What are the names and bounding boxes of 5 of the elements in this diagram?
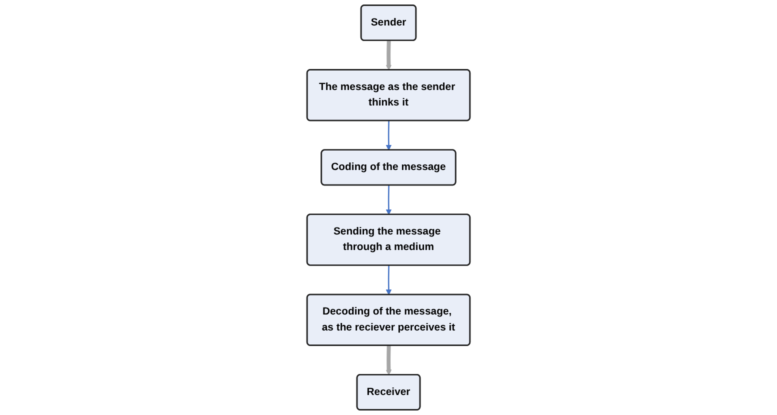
arrow [386, 185, 392, 215]
arrow [386, 120, 392, 150]
arrow [386, 265, 392, 296]
arrow [386, 40, 392, 70]
arrow [386, 346, 392, 376]
